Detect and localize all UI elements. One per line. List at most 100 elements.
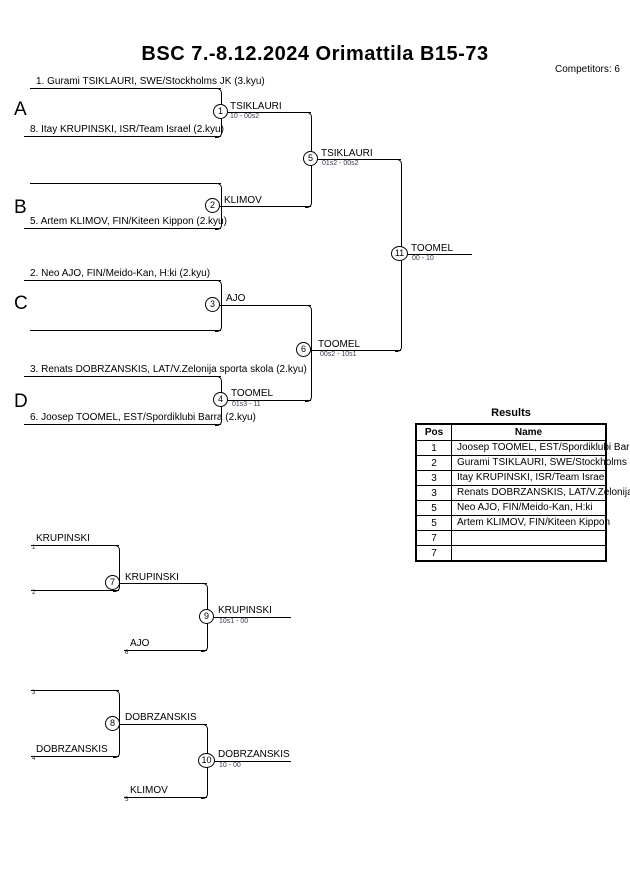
match-3-bracket <box>215 280 222 332</box>
result-name: Renats DOBRZANSKIS, LAT/V.Zelonija sport… <box>451 485 630 501</box>
match-11-number[interactable]: 11 <box>391 246 408 261</box>
repechage-1-top-line <box>31 545 119 546</box>
repechage-2-feed-slot: 5 <box>125 797 129 803</box>
match-1-number[interactable]: 1 <box>213 104 228 119</box>
match-6-winner: TOOMEL <box>318 339 361 350</box>
match-9-score: 10s1 - 00 <box>219 618 249 625</box>
entry-a-bottom-line <box>24 136 221 137</box>
match-6-bracket <box>305 305 312 402</box>
match-2-winner: KLIMOV <box>224 195 262 206</box>
match-1-winner-line <box>228 112 311 113</box>
result-position: 3 <box>415 470 452 486</box>
repechage-1-top-slot: 1 <box>32 545 36 551</box>
entry-d-bottom-line <box>24 424 221 425</box>
repechage-1-bottom-line <box>31 590 119 591</box>
match-6-score: 00s2 - 10s1 <box>320 351 357 358</box>
match-3-winner-line <box>220 305 311 306</box>
repechage-1-feed-line <box>124 650 207 651</box>
result-name: Itay KRUPINSKI, ISR/Team Israel <box>451 470 607 486</box>
match-11-winner: TOOMEL <box>411 243 454 254</box>
pool-letter-a: A <box>14 99 27 120</box>
table-row: 7 <box>415 545 607 562</box>
results-col-name: Name <box>451 423 607 441</box>
entry-d-bottom: 6. Joosep TOOMEL, EST/Spordiklubi Barra … <box>30 412 256 423</box>
repechage-2-bottom-name: DOBRZANSKIS <box>36 744 108 755</box>
repechage-1-top-name: KRUPINSKI <box>36 533 90 544</box>
entry-c-bottom-line <box>30 330 221 331</box>
match-10-score: 10 - 00 <box>219 762 241 769</box>
repechage-1-feed-name: AJO <box>130 638 150 649</box>
result-position: 3 <box>415 485 452 501</box>
result-position: 7 <box>415 530 452 546</box>
result-name: Artem KLIMOV, FIN/Kiteen Kippon <box>451 515 610 531</box>
match-6-number[interactable]: 6 <box>296 342 311 357</box>
match-1-winner: TSIKLAURI <box>230 101 282 112</box>
result-position: 1 <box>415 440 452 456</box>
match-3-winner: AJO <box>226 293 246 304</box>
repechage-1-feed-slot: 6 <box>125 650 129 656</box>
entry-a-top-line <box>30 88 221 89</box>
repechage-1-bottom-slot: 2 <box>32 590 36 596</box>
match-4-number[interactable]: 4 <box>213 392 228 407</box>
match-9-number[interactable]: 9 <box>199 609 214 624</box>
match-7-bracket <box>113 545 120 592</box>
match-5-winner-line <box>318 159 401 160</box>
match-11-winner-line <box>408 254 472 255</box>
result-position: 2 <box>415 455 452 471</box>
match-7-number[interactable]: 7 <box>105 575 120 590</box>
match-4-winner-line <box>228 400 311 401</box>
results-title: Results <box>491 407 531 419</box>
result-name <box>451 545 607 562</box>
pool-letter-c: C <box>14 293 28 314</box>
match-2-number[interactable]: 2 <box>205 198 220 213</box>
entry-b-bottom-line <box>24 228 221 229</box>
entry-c-top: 2. Neo AJO, FIN/Meido-Kan, H:ki (2.kyu) <box>30 268 211 279</box>
match-7-winner: KRUPINSKI <box>125 572 179 583</box>
result-position: 5 <box>415 500 452 516</box>
pool-letter-b: B <box>14 197 27 218</box>
entry-c-top-line <box>24 280 221 281</box>
result-name: Gurami TSIKLAURI, SWE/Stockholms JK <box>451 455 630 471</box>
result-name: Neo AJO, FIN/Meido-Kan, H:ki <box>451 500 607 516</box>
page-title: BSC 7.-8.12.2024 Orimattila B15-73 <box>141 43 489 65</box>
match-9-winner-line <box>214 617 291 618</box>
results-header-row: Pos Name <box>415 423 607 441</box>
match-5-winner: TSIKLAURI <box>321 148 373 159</box>
match-10-winner: DOBRZANSKIS <box>218 749 290 760</box>
repechage-2-feed-line <box>124 797 207 798</box>
match-1-score: 10 - 00s2 <box>230 113 260 120</box>
entry-a-bottom: 8. Itay KRUPINSKI, ISR/Team Israel (2.ky… <box>30 124 224 135</box>
match-3-number[interactable]: 3 <box>205 297 220 312</box>
pool-letter-d: D <box>14 391 28 412</box>
competitors-count: Competitors: 6 <box>554 64 620 75</box>
result-name <box>451 530 607 546</box>
match-8-number[interactable]: 8 <box>105 716 120 731</box>
result-position: 5 <box>415 515 452 531</box>
match-9-winner: KRUPINSKI <box>218 605 272 616</box>
repechage-2-bottom-slot: 4 <box>32 756 36 762</box>
table-row: 7 <box>415 530 607 546</box>
match-8-winner-line <box>120 724 207 725</box>
match-10-number[interactable]: 10 <box>198 753 215 768</box>
repechage-2-bottom-line <box>31 756 119 757</box>
match-11-score: 00 - 10 <box>412 255 434 262</box>
match-4-winner: TOOMEL <box>231 388 274 399</box>
match-8-winner: DOBRZANSKIS <box>125 712 197 723</box>
match-6-winner-line <box>311 350 401 351</box>
results-col-pos: Pos <box>415 423 452 441</box>
result-name: Joosep TOOMEL, EST/Spordiklubi Barra <box>451 440 630 456</box>
repechage-2-top-line <box>31 690 119 691</box>
repechage-2-feed-name: KLIMOV <box>130 785 168 796</box>
match-5-number[interactable]: 5 <box>303 151 318 166</box>
entry-b-top-line <box>30 183 221 184</box>
